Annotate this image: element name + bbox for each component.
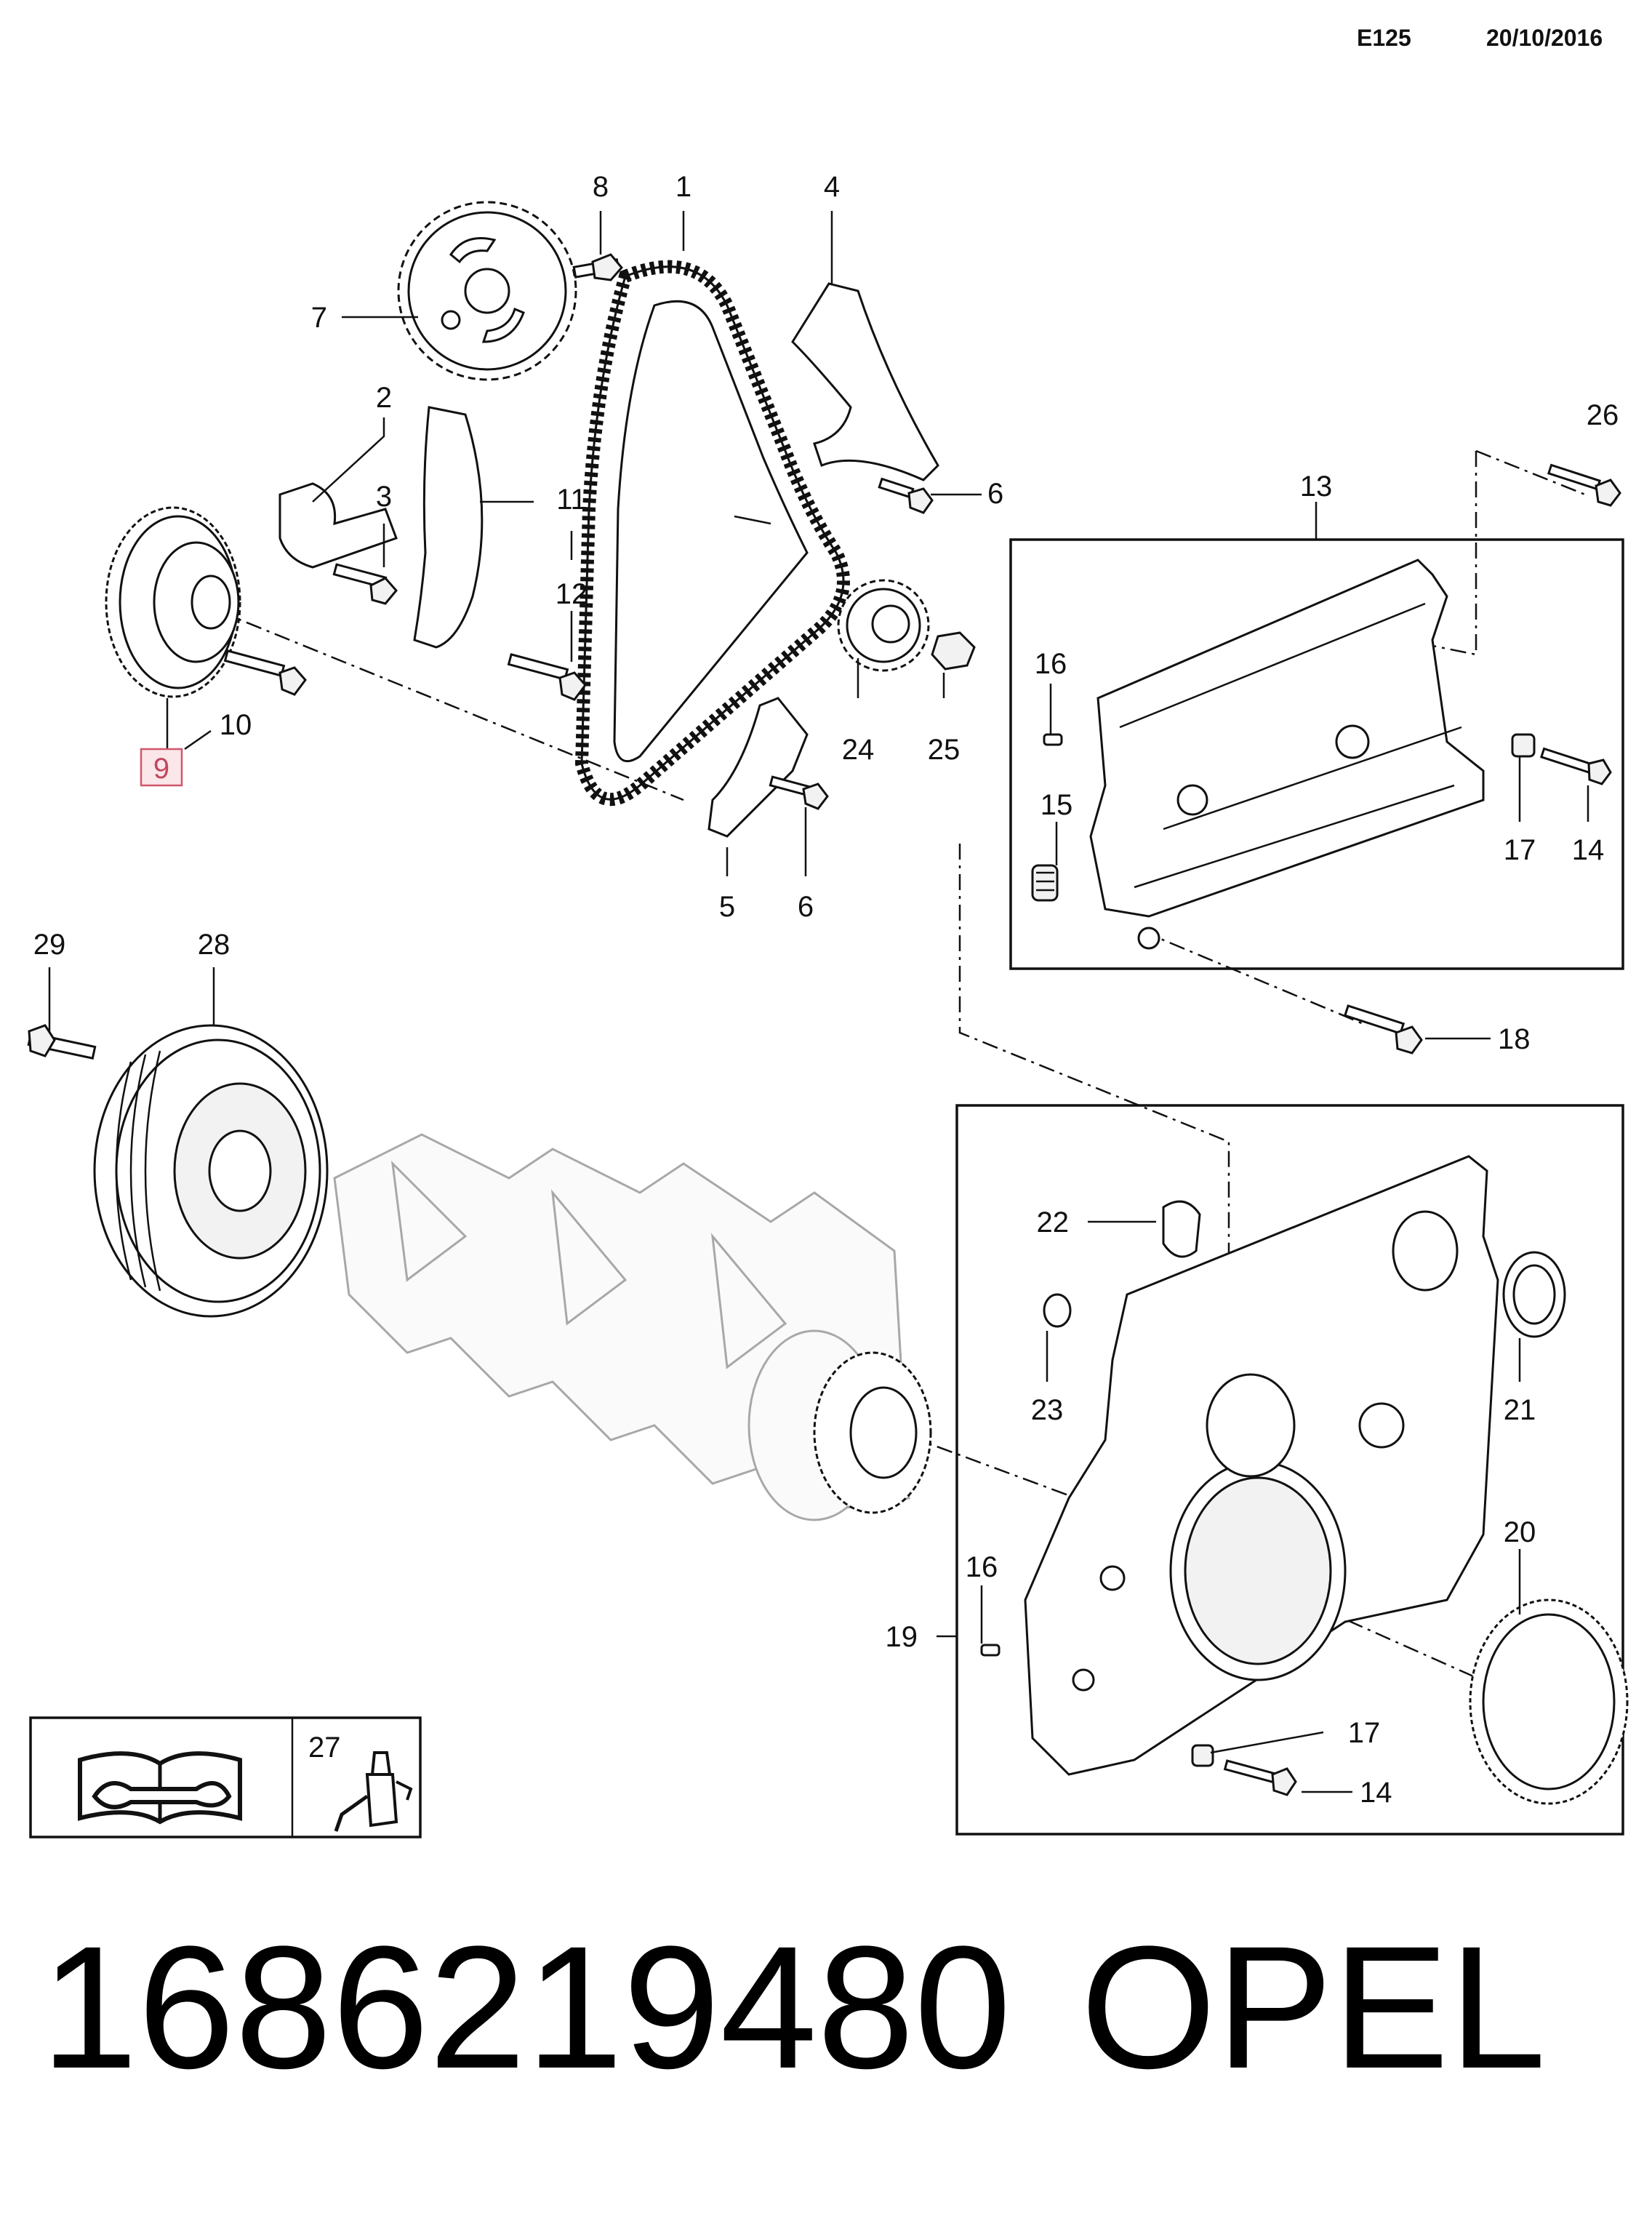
bolt-6-lower [769, 775, 829, 810]
seal-22 [1162, 1200, 1201, 1258]
sleeve-17-upper [1511, 733, 1536, 758]
camshaft-sprocket [397, 201, 577, 381]
callout-14-upper: 14 [1572, 834, 1605, 866]
sleeve-23 [1043, 1293, 1072, 1328]
callout-17-lower: 17 [1348, 1717, 1381, 1749]
callout-26: 26 [1587, 399, 1619, 431]
callout-17-upper: 17 [1504, 834, 1536, 866]
callout-29: 29 [33, 929, 66, 961]
brand-name: OPEL [1080, 1910, 1547, 2105]
callout-27: 27 [308, 1732, 341, 1764]
fitting-15 [1031, 864, 1059, 902]
callout-4: 4 [824, 171, 840, 203]
callout-11: 11 [556, 484, 587, 516]
callout-2: 2 [376, 382, 392, 414]
callout-18: 18 [1498, 1023, 1531, 1055]
bolt-3 [332, 563, 398, 605]
callout-7: 7 [311, 302, 327, 334]
callout-8: 8 [593, 171, 609, 203]
diagram-date: 20/10/2016 [1486, 25, 1603, 51]
legend-box [29, 1716, 422, 1838]
bolt-10 [223, 649, 307, 696]
callout-1: 1 [675, 171, 691, 203]
callout-10: 10 [220, 709, 252, 741]
timing-chain [574, 260, 850, 807]
crank-seal-20 [1469, 1598, 1629, 1805]
sleeve-17-lower [1191, 1744, 1214, 1767]
upper-timing-cover [1089, 559, 1485, 918]
callout-23: 23 [1031, 1394, 1064, 1426]
crankshaft-sprocket [837, 579, 930, 672]
bolt-6-upper [878, 477, 934, 514]
sprocket-nut [931, 631, 976, 671]
tensioner-rail [413, 406, 484, 649]
bolt-12 [507, 653, 587, 701]
callout-16-lower: 16 [966, 1551, 998, 1583]
pulley-bolt [27, 1024, 97, 1060]
sealant-bottle-icon [334, 1751, 413, 1832]
callout-15: 15 [1040, 789, 1073, 821]
callout-6-lower: 6 [798, 891, 814, 923]
camshaft-gear [105, 506, 241, 698]
callout-6-upper: 6 [987, 478, 1003, 510]
repair-manual-icon [78, 1751, 242, 1825]
bolt-18 [1343, 1004, 1423, 1055]
callout-14-lower: 14 [1360, 1777, 1392, 1809]
callout-9: 9 [153, 753, 169, 785]
crankshaft [333, 1133, 932, 1521]
dowel-pin-16-upper [1043, 733, 1063, 746]
front-cover-frame [955, 1104, 1624, 1836]
crankshaft-pulley [93, 1024, 329, 1318]
callout-21: 21 [1504, 1394, 1536, 1426]
lower-chain-guide [707, 697, 809, 838]
bolt-14-upper [1539, 747, 1612, 785]
dowel-pin-16-lower [980, 1644, 1001, 1657]
callout-5: 5 [719, 891, 735, 923]
upper-chain-guide [791, 282, 939, 481]
exploded-parts-diagram: 1 2 3 4 5 6 6 7 8 9 10 11 12 13 14 14 15… [27, 171, 1629, 1838]
bolt-8 [572, 253, 623, 281]
callout-19: 19 [886, 1621, 918, 1653]
callout-3: 3 [376, 481, 392, 513]
callout-22: 22 [1037, 1206, 1070, 1238]
callout-24: 24 [842, 734, 875, 766]
callout-28: 28 [198, 929, 230, 961]
callout-12: 12 [556, 578, 588, 610]
bolt-26 [1547, 463, 1621, 507]
part-number: 1686219480 [41, 1910, 1011, 2105]
callout-20: 20 [1504, 1516, 1536, 1548]
leader-lines [48, 211, 1589, 1793]
diagram-code: E125 [1357, 25, 1411, 51]
shaft-seal-21 [1502, 1251, 1566, 1338]
callout-16-upper: 16 [1035, 648, 1067, 680]
highlighted-callout-box [140, 748, 183, 787]
bolt-14-lower [1223, 1759, 1297, 1796]
callout-13: 13 [1300, 471, 1333, 503]
callout-25: 25 [928, 734, 961, 766]
